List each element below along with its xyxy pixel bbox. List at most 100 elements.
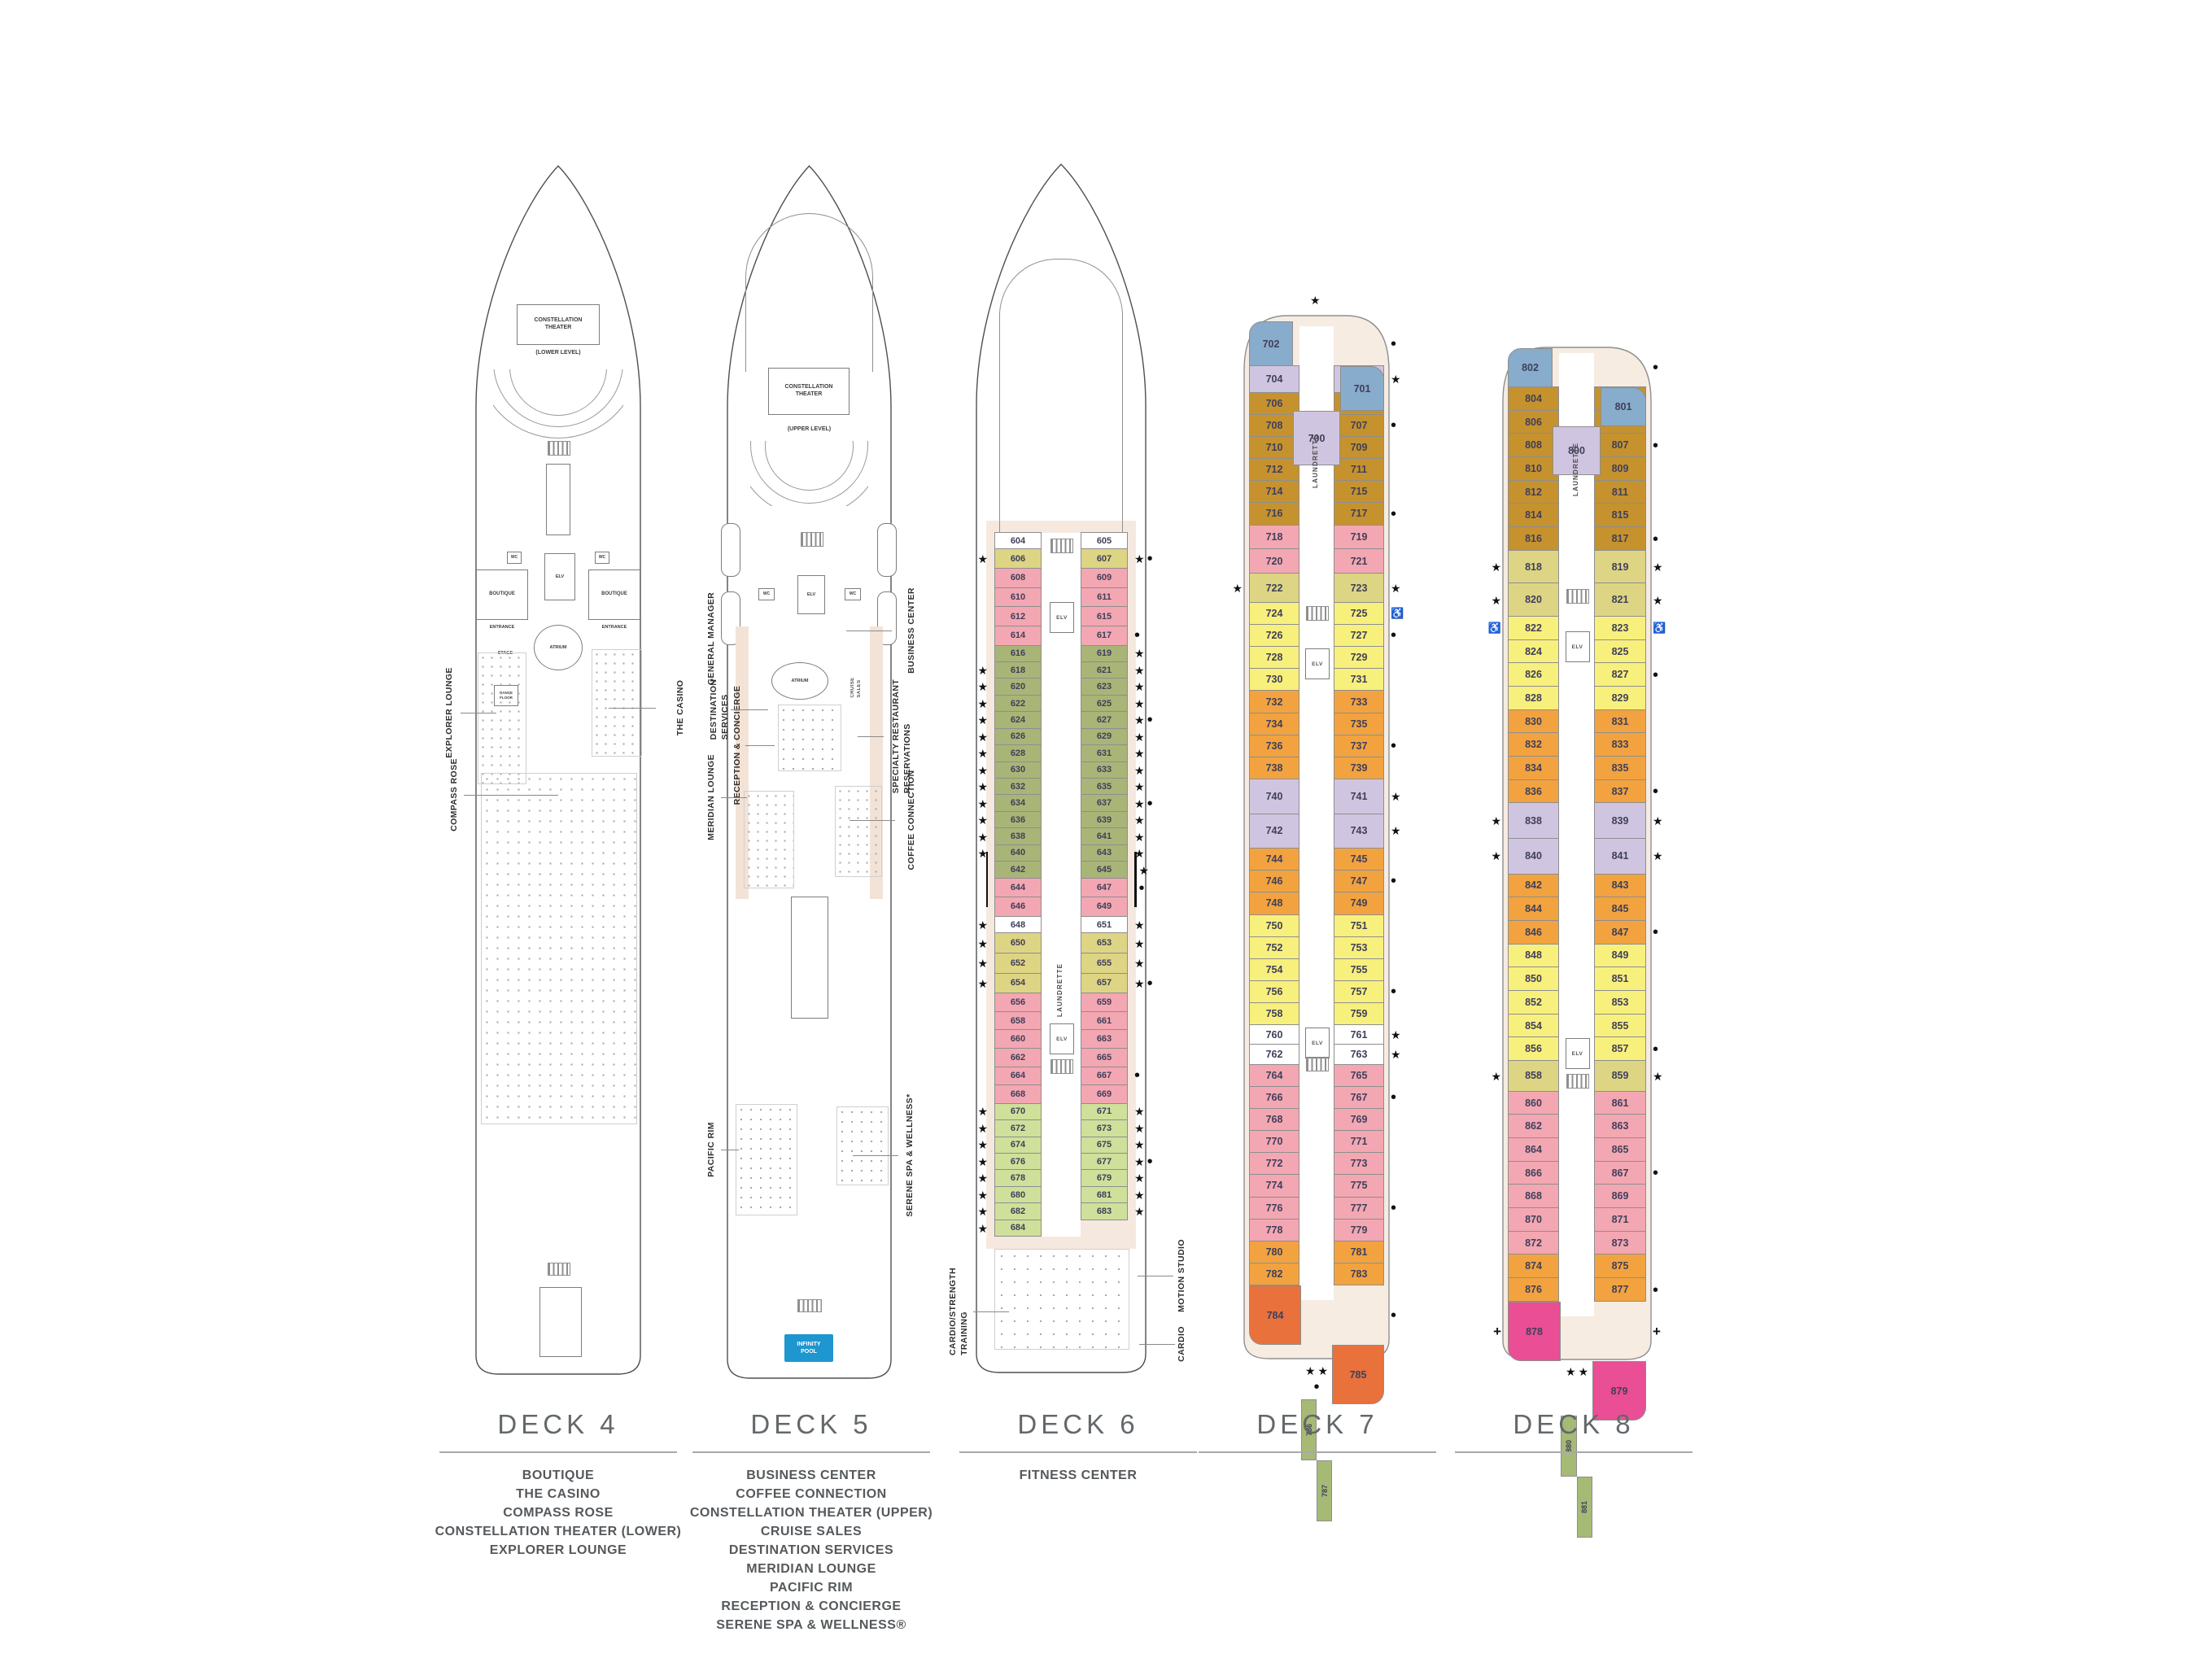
side-symbols: ★ <box>977 812 988 828</box>
cabin-625: 625 <box>1081 694 1128 713</box>
corridor-gap <box>1042 1186 1081 1203</box>
callout-the-casino-line: THE CASINO <box>675 679 685 736</box>
cabin-846: 846 <box>1508 919 1559 945</box>
cabin-759: 759 <box>1334 1002 1384 1026</box>
corridor-gap <box>1042 778 1081 795</box>
star-icon: ★ <box>977 663 988 677</box>
cabin-657: 657 <box>1081 972 1128 994</box>
leader-line <box>853 1155 898 1156</box>
dot-icon: • <box>1138 879 1145 897</box>
theater-seating-upper <box>750 441 868 506</box>
cabin-827: 827 <box>1594 662 1646 687</box>
amenity-item: THE CASINO <box>516 1487 601 1501</box>
cabin-680: 680 <box>994 1185 1042 1204</box>
star-icon: ★ <box>1134 847 1145 861</box>
cabin-836: 836 <box>1508 779 1559 804</box>
cabin-675: 675 <box>1081 1136 1128 1154</box>
cabin-823: 823 <box>1594 615 1646 640</box>
corridor-gap <box>1559 1254 1594 1278</box>
cabin-738: 738 <box>1249 756 1299 779</box>
cabin-607: 607 <box>1081 548 1128 569</box>
corridor-gap <box>1299 525 1334 550</box>
callout-compass-rose: COMPASS ROSE <box>449 758 459 831</box>
boutique-right-label: BOUTIQUE <box>601 591 627 597</box>
elevator-label: ELV <box>555 574 565 579</box>
cabin-868: 868 <box>1508 1184 1559 1209</box>
cabin-736: 736 <box>1249 734 1299 757</box>
entrance-right: ENTRANCE <box>601 625 627 630</box>
corridor-gap <box>1299 502 1334 525</box>
star-icon: ★ <box>1134 1154 1145 1168</box>
star-icon: ★ <box>977 1188 988 1202</box>
side-symbols: ★ <box>1653 592 1663 609</box>
side-symbols: ★ <box>977 662 988 679</box>
amenity-item: CRUISE SALES <box>760 1525 863 1538</box>
star-icon: ★ <box>1134 830 1145 844</box>
star-icon: ★ <box>977 1138 988 1152</box>
side-symbols: ★ <box>977 745 988 761</box>
corridor-gap <box>1299 914 1334 937</box>
deck-5-title-rule <box>692 1451 930 1453</box>
cabin-818: 818 <box>1508 549 1559 584</box>
star-icon: ★ <box>1653 561 1663 574</box>
cabin-767: 767 <box>1334 1085 1384 1109</box>
callout-business-center-line: BUSINESS CENTER <box>906 587 916 674</box>
side-symbols: ★ <box>1391 580 1401 596</box>
side-symbols: ★ <box>977 936 988 952</box>
cabin-831: 831 <box>1594 709 1646 734</box>
corridor-gap <box>1042 794 1081 811</box>
star-icon: ★ <box>977 814 988 827</box>
corridor-gap <box>1299 779 1334 814</box>
cabin-632: 632 <box>994 778 1042 796</box>
cabin-643: 643 <box>1081 844 1128 862</box>
cabin-678: 678 <box>994 1169 1042 1187</box>
cabin-659: 659 <box>1081 993 1128 1012</box>
cabin-726: 726 <box>1249 624 1299 648</box>
cabin-702: 702 <box>1249 321 1293 366</box>
lifeboat <box>877 523 897 577</box>
corridor-gap <box>1299 690 1334 713</box>
stern-symbols: ★★ <box>1556 1364 1598 1380</box>
side-symbols: ★ <box>1134 829 1145 845</box>
cabin-869: 869 <box>1594 1184 1646 1209</box>
cabin-628: 628 <box>994 744 1042 762</box>
cabin-837: 837 <box>1594 779 1646 804</box>
leader-line <box>850 820 895 821</box>
cabin-811: 811 <box>1594 479 1646 504</box>
cabin-871: 871 <box>1594 1207 1646 1232</box>
side-symbols: • <box>1391 738 1396 754</box>
side-symbols: ★ <box>1134 917 1145 933</box>
stairs <box>1566 1074 1589 1089</box>
cabin-754: 754 <box>1249 958 1299 981</box>
star-icon: ★ <box>1391 824 1401 838</box>
star-icon: ★ <box>977 1121 988 1135</box>
cabin-881: 881 <box>1576 1477 1592 1538</box>
corridor-gap <box>1559 550 1594 584</box>
corridor-gap <box>1042 728 1081 745</box>
dot-icon: • <box>1653 1281 1659 1299</box>
cabin-row: 836 837 <box>1508 779 1646 804</box>
side-symbols: ★ <box>977 955 988 971</box>
stern-symbols: • <box>1295 1379 1338 1395</box>
cabin-676: 676 <box>994 1152 1042 1171</box>
cabin-633: 633 <box>1081 761 1128 779</box>
side-symbols: • <box>1391 1307 1396 1324</box>
cabin-778: 778 <box>1249 1218 1299 1241</box>
callout-coffee-connection: COFFEE CONNECTION <box>906 770 916 871</box>
cabin-row: 806805 <box>1508 409 1646 434</box>
